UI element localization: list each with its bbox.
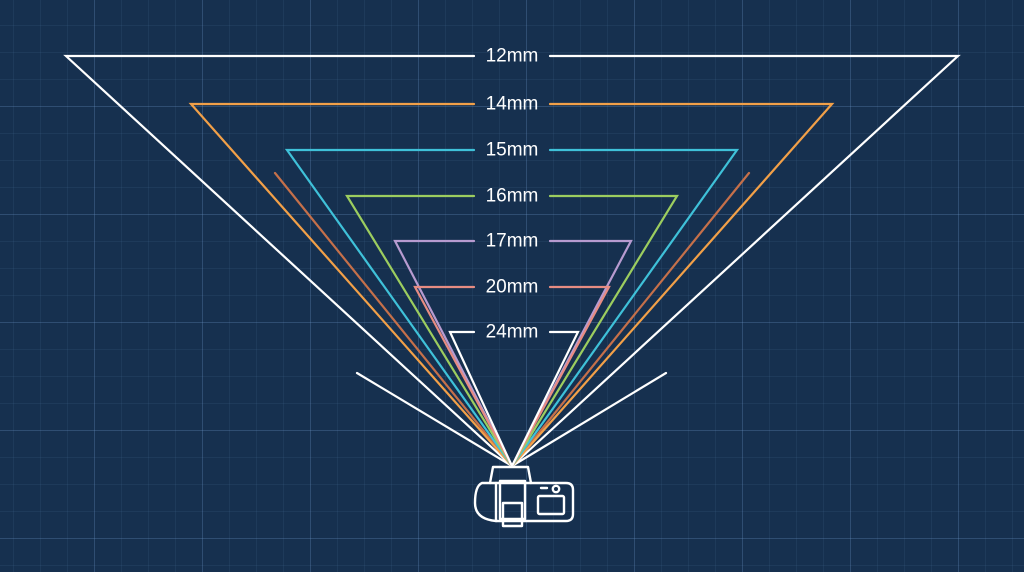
ray-right <box>510 171 751 468</box>
fov-left-edge <box>63 54 514 468</box>
fov-left-edge <box>284 148 514 468</box>
fov-16mm: 16mm <box>345 186 679 468</box>
rays-layer <box>273 171 751 468</box>
fov-14mm: 14mm <box>188 94 835 468</box>
fov-label: 24mm <box>486 322 539 343</box>
fov-right-edge <box>510 194 679 468</box>
fov-label: 15mm <box>486 140 539 161</box>
dslr-camera-icon <box>473 465 575 528</box>
fov-layer: 12mm 14mm 15mm 16mm 17mm 20mm 24mm <box>63 46 961 468</box>
fov-right-edge <box>510 330 580 468</box>
ray-left <box>273 171 514 468</box>
fov-right-edge <box>510 102 835 468</box>
fov-left-edge <box>188 102 514 468</box>
fov-right-edge <box>510 148 740 468</box>
fov-label: 16mm <box>486 186 539 207</box>
fov-label: 14mm <box>486 94 539 115</box>
fov-right-edge <box>510 54 961 468</box>
fov-left-edge <box>345 194 514 468</box>
fov-left-edge <box>413 285 514 468</box>
fov-left-edge <box>448 330 514 468</box>
ray-left <box>355 371 514 468</box>
fov-24mm: 24mm <box>448 322 580 468</box>
fov-12mm: 12mm <box>63 46 961 468</box>
fov-label: 20mm <box>486 277 539 298</box>
fov-15mm: 15mm <box>284 140 740 468</box>
ray-right <box>510 371 668 468</box>
fov-right-edge <box>510 285 611 468</box>
fov-label: 12mm <box>486 46 539 67</box>
fov-label: 17mm <box>486 231 539 252</box>
fov-left-edge <box>393 239 514 468</box>
fov-17mm: 17mm <box>393 231 633 468</box>
fov-20mm: 20mm <box>413 277 611 468</box>
